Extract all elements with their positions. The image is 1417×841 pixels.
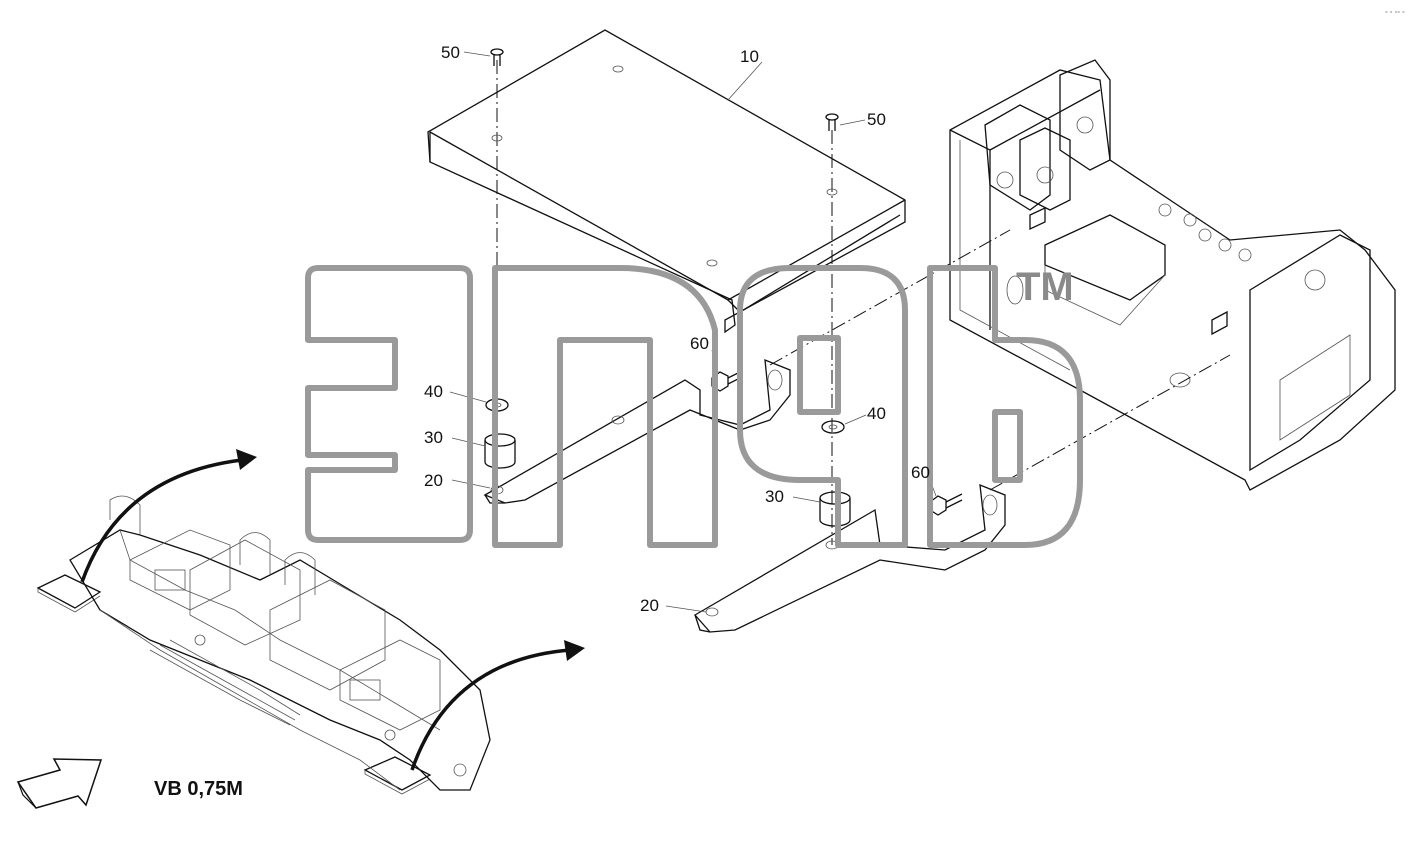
callout-bracket-right: 20 (640, 596, 659, 615)
curve-arrow-right (410, 640, 585, 771)
screw-left (490, 48, 504, 66)
bolt-right (929, 493, 963, 516)
callout-cover: 10 (740, 47, 759, 66)
machine-overview (36, 495, 491, 795)
watermark-tm: TM (1016, 265, 1074, 309)
callout-washer-right: 40 (867, 404, 886, 423)
callout-washer-left: 40 (424, 382, 443, 401)
callout-screw-right: 50 (867, 110, 886, 129)
callout-screw-left: 50 (441, 43, 460, 62)
bracket-left (483, 358, 791, 504)
callout-bracket-left: 20 (424, 471, 443, 490)
washer-right (821, 420, 845, 434)
cover-plate (427, 29, 906, 334)
view-label: VB 0,75M (154, 778, 243, 800)
curve-arrow-left (80, 449, 257, 583)
callout-bolt-left: 60 (690, 334, 709, 353)
callout-bolt-right: 60 (911, 463, 930, 482)
machine-frame (949, 59, 1396, 491)
watermark-logo (305, 265, 1083, 548)
view-direction-arrow-icon (16, 758, 103, 809)
leader-lines (449, 51, 937, 613)
screw-right (825, 113, 839, 131)
damper-left (484, 433, 516, 469)
assembly-axes (496, 60, 1231, 545)
corner-code: ° ° °° ° (1385, 10, 1405, 18)
callout-damper-right: 30 (765, 487, 784, 506)
callout-damper-left: 30 (424, 428, 443, 447)
